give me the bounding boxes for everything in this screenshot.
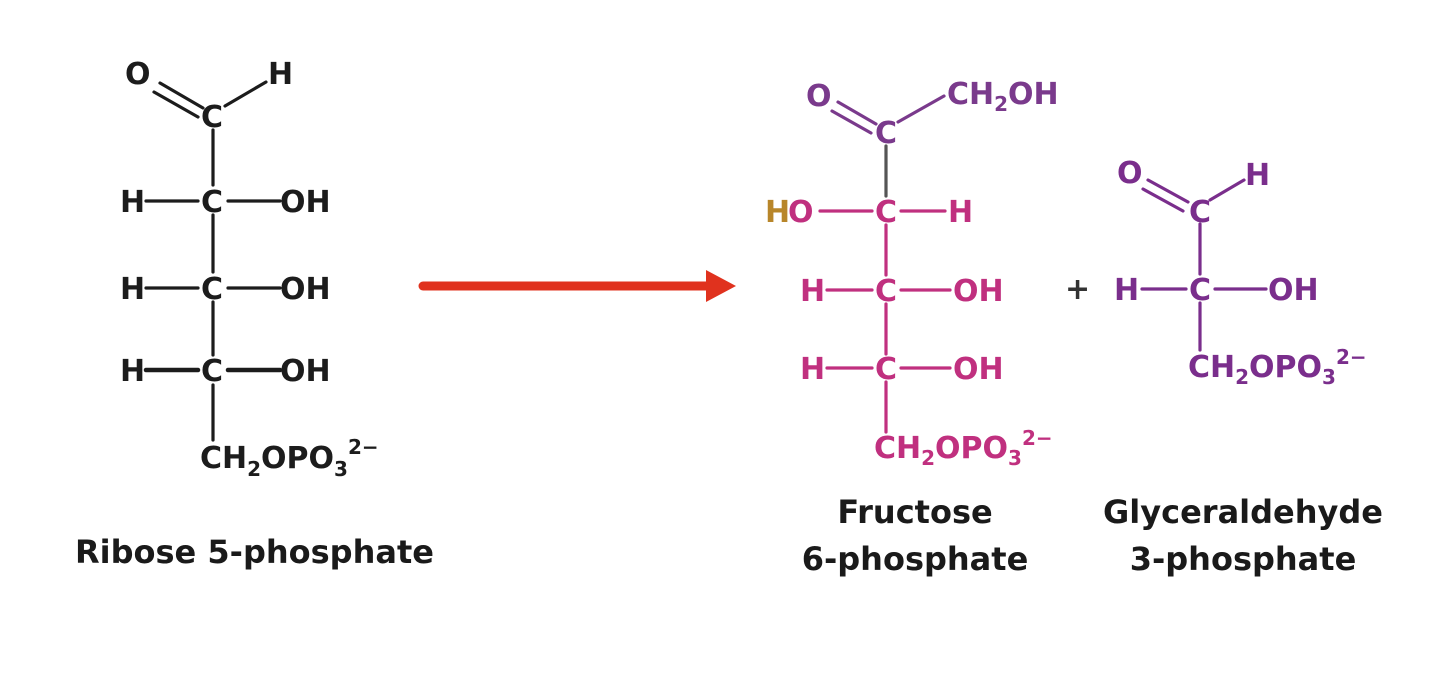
double-bond-line-1 xyxy=(836,100,878,126)
double-bond-line-1 xyxy=(1146,178,1190,204)
bond-c1-h xyxy=(223,80,268,108)
double-bond-line-2 xyxy=(1141,187,1185,213)
glyceraldehyde-3-phosphate-structure: O H C H C OH CH2OPO32− xyxy=(1114,156,1367,389)
atom-c4: C xyxy=(201,354,223,389)
atom-h: H xyxy=(120,354,145,389)
phosphate-group: CH2OPO32− xyxy=(1188,345,1367,389)
atom-oh: OH xyxy=(280,185,331,220)
atom-oh: OH xyxy=(1268,273,1319,308)
atom-c4: C xyxy=(875,274,897,309)
atom-h: H xyxy=(268,57,293,92)
atom-h: H xyxy=(1114,273,1139,308)
atom-o-of-ho: O xyxy=(788,195,814,230)
double-bond-line-2 xyxy=(152,90,200,119)
double-bond-line-1 xyxy=(158,81,205,110)
arrow-head-icon xyxy=(706,270,736,302)
atom-o: O xyxy=(806,79,832,114)
atom-h-of-ho: H xyxy=(765,195,790,230)
product2-name-line1: Glyceraldehyde xyxy=(1103,493,1383,531)
atom-c3: C xyxy=(201,272,223,307)
atom-c5: C xyxy=(875,352,897,387)
atom-c1: C xyxy=(1189,195,1211,230)
atom-h: H xyxy=(1245,158,1270,193)
bond-c1-h xyxy=(1208,178,1246,202)
plus-sign: + xyxy=(1065,272,1090,307)
reactant-name-label: Ribose 5-phosphate xyxy=(75,533,434,571)
atom-h: H xyxy=(948,195,973,230)
product1-name-line2: 6-phosphate xyxy=(802,540,1029,578)
atom-oh: OH xyxy=(953,352,1004,387)
atom-o: O xyxy=(125,57,151,92)
atom-oh: OH xyxy=(953,274,1004,309)
atom-c3: C xyxy=(875,195,897,230)
phosphate-group: CH2OPO32− xyxy=(200,435,379,481)
atom-h: H xyxy=(120,185,145,220)
atom-h: H xyxy=(120,272,145,307)
fructose-6-phosphate-structure: O CH2OH C H O C H H C OH H C OH CH2OPO32… xyxy=(765,77,1059,470)
reaction-arrow xyxy=(418,270,736,302)
atom-oh: OH xyxy=(280,272,331,307)
ch2oh-group: CH2OH xyxy=(947,77,1059,116)
product2-name-line2: 3-phosphate xyxy=(1130,540,1357,578)
bond-c2-ch2oh xyxy=(896,94,946,124)
double-bond-line-2 xyxy=(830,109,873,135)
ribose-5-phosphate-structure: O H C H C OH H C OH H C OH CH2OPO32− xyxy=(120,57,379,481)
atom-c2: C xyxy=(201,185,223,220)
atom-o: O xyxy=(1117,156,1143,191)
atom-h: H xyxy=(800,352,825,387)
atom-c2: C xyxy=(875,116,897,151)
atom-h: H xyxy=(800,274,825,309)
product1-name-line1: Fructose xyxy=(837,493,992,531)
atom-c1: C xyxy=(201,100,223,135)
phosphate-group: CH2OPO32− xyxy=(874,426,1053,470)
atom-c2: C xyxy=(1189,273,1211,308)
atom-oh: OH xyxy=(280,354,331,389)
